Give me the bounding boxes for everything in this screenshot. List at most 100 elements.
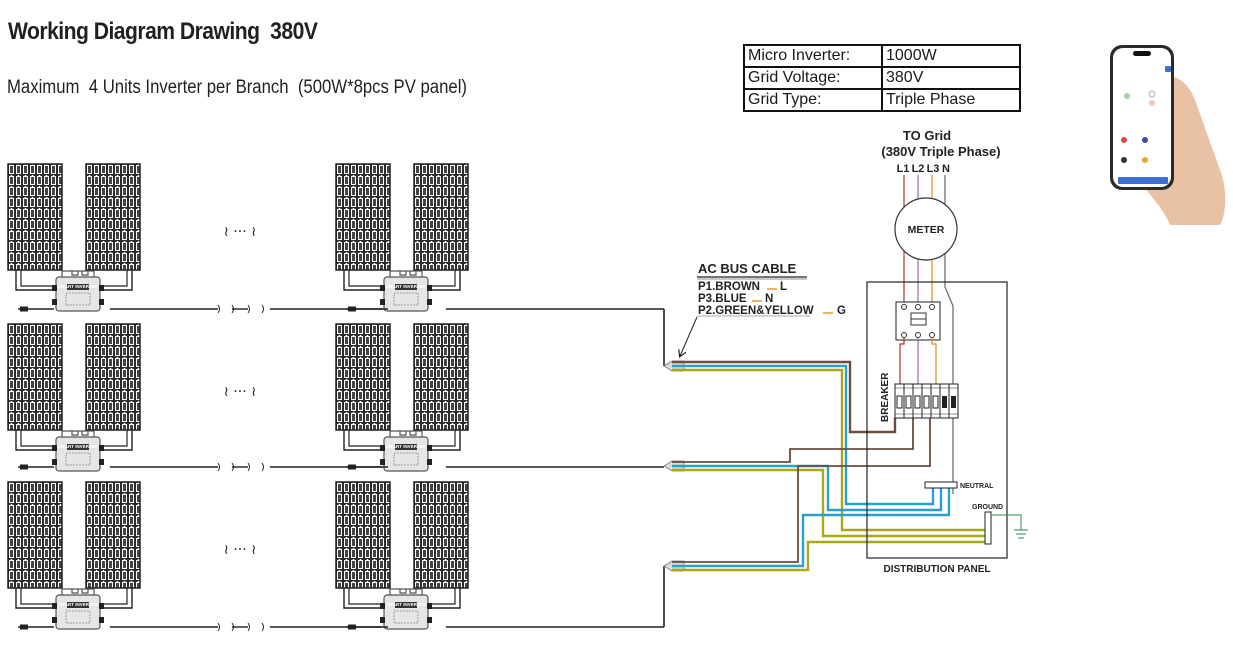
pv-panel (7, 323, 63, 431)
inverter-label: SMART INVERTER (386, 602, 427, 607)
dc-lead (15, 588, 54, 609)
neutral-bar (924, 481, 958, 489)
dc-lead (348, 430, 382, 447)
dc-lead (430, 588, 461, 609)
dc-lead (430, 588, 456, 605)
cable-break-symbol (247, 622, 250, 632)
grid-connection: TO Grid (380V Triple Phase) L1 L2 L3 N M… (881, 128, 1001, 494)
inverter-label: SMART INVERTER (58, 444, 99, 449)
cable-break-symbol (261, 304, 264, 314)
pv-panel (335, 163, 391, 271)
ac-bus-cable-legend: AC BUS CABLE P1.BROWN L P3.BLUE N P2.GRE… (680, 261, 846, 356)
micro-inverter (379, 430, 433, 472)
wire-blue-n (672, 488, 951, 568)
grid-line-l1: L1 (897, 163, 910, 175)
ac-connector (20, 306, 28, 312)
distribution-panel: BREAKER NEUTRAL GROUND DISTRIBUTION PANE… (866, 281, 1028, 575)
ground-bar (984, 511, 992, 545)
distribution-panel-label: DISTRIBUTION PANEL (883, 564, 990, 575)
micro-inverter (51, 270, 105, 312)
pv-panel (85, 481, 141, 589)
spec-value: Triple Phase (881, 88, 1021, 112)
pv-panel (413, 163, 469, 271)
cable-break-symbol (217, 462, 220, 472)
wire-yellow-g (672, 368, 985, 532)
micro-inverter (379, 588, 433, 630)
spec-key: Grid Voltage: (743, 66, 883, 90)
dc-lead (102, 430, 133, 451)
page-subtitle: Maximum 4 Units Inverter per Branch (500… (7, 77, 467, 98)
spec-key: Grid Type: (743, 88, 883, 112)
pv-panel (335, 323, 391, 431)
wire-conductor-n: N (765, 293, 773, 305)
dc-lead (343, 270, 382, 291)
ac-bus-wires (663, 360, 985, 572)
cable-break-symbol (261, 622, 264, 632)
wire-conductor-l: L (780, 281, 787, 293)
phone-app-image (1110, 45, 1226, 225)
wire-brown-l (672, 418, 931, 563)
phone-screen (1113, 48, 1171, 187)
spec-value: 380V (881, 66, 1021, 90)
pv-panel (335, 481, 391, 589)
pv-panel (413, 481, 469, 589)
micro-inverter (379, 270, 433, 312)
wire-label-blue: P3.BLUE (698, 293, 747, 305)
dc-lead (102, 270, 128, 287)
pv-panel (85, 323, 141, 431)
dc-lead (20, 430, 54, 447)
grid-subtitle: (380V Triple Phase) (881, 144, 1000, 159)
cable-break-symbol (217, 622, 220, 632)
inverter-label: SMART INVERTER (58, 284, 99, 289)
dc-lead (343, 588, 382, 609)
dc-lead (15, 270, 54, 291)
spec-key: Micro Inverter: (743, 44, 883, 68)
pv-panel (7, 163, 63, 271)
dc-lead (430, 430, 461, 451)
dc-lead (102, 430, 128, 447)
dc-lead (348, 588, 382, 605)
wire-label-green-yellow: P2.GREEN&YELLOW (698, 305, 814, 317)
pv-panel (85, 163, 141, 271)
dc-lead (430, 430, 456, 447)
breaker-label: BREAKER (880, 372, 891, 422)
breaker-block (894, 383, 959, 419)
wire-brown-l (672, 418, 914, 463)
grid-line-l2: L2 (912, 163, 925, 175)
continuation-symbol: ≀ ··· ≀ (224, 542, 257, 558)
inverter-label: SMART INVERTER (386, 284, 427, 289)
wire-yellow-g (672, 540, 985, 572)
dc-lead (102, 588, 128, 605)
cable-break-symbol (247, 304, 250, 314)
grid-line-n: N (942, 163, 950, 175)
grid-line-l3: L3 (927, 163, 940, 175)
ac-connector (20, 464, 28, 470)
continuation-symbol: ≀ ··· ≀ (224, 224, 257, 240)
spec-row: Micro Inverter: 1000W (743, 44, 1021, 68)
cable-break-symbol (247, 462, 250, 472)
inverter-label: SMART INVERTER (386, 444, 427, 449)
ac-bus-cable-title: AC BUS CABLE (698, 261, 797, 276)
dc-lead (430, 270, 456, 287)
wire-blue-n (672, 364, 935, 506)
dc-lead (102, 270, 133, 291)
spec-table: Micro Inverter: 1000W Grid Voltage: 380V… (743, 44, 1021, 112)
cable-pointer-arrow (680, 316, 698, 356)
page-title: Working Diagram Drawing 380V (8, 18, 318, 45)
ground-label: GROUND (972, 504, 1003, 511)
wire-label-brown: P1.BROWN (698, 281, 760, 293)
pv-branches: SMART INVERTER SMART INVERTER ≀ ··· ≀ SMART… (7, 163, 665, 632)
spec-value: 1000W (881, 44, 1021, 68)
neutral-label: NEUTRAL (960, 483, 994, 490)
grid-title: TO Grid (903, 128, 951, 143)
dc-lead (430, 270, 461, 291)
wire-blue-n (672, 464, 943, 512)
main-switch (895, 301, 941, 341)
dc-lead (102, 588, 133, 609)
pv-panel (413, 323, 469, 431)
cable-break-symbol (217, 304, 220, 314)
meter (894, 197, 958, 261)
pv-panel (7, 481, 63, 589)
spec-row: Grid Voltage: 380V (743, 66, 1021, 90)
